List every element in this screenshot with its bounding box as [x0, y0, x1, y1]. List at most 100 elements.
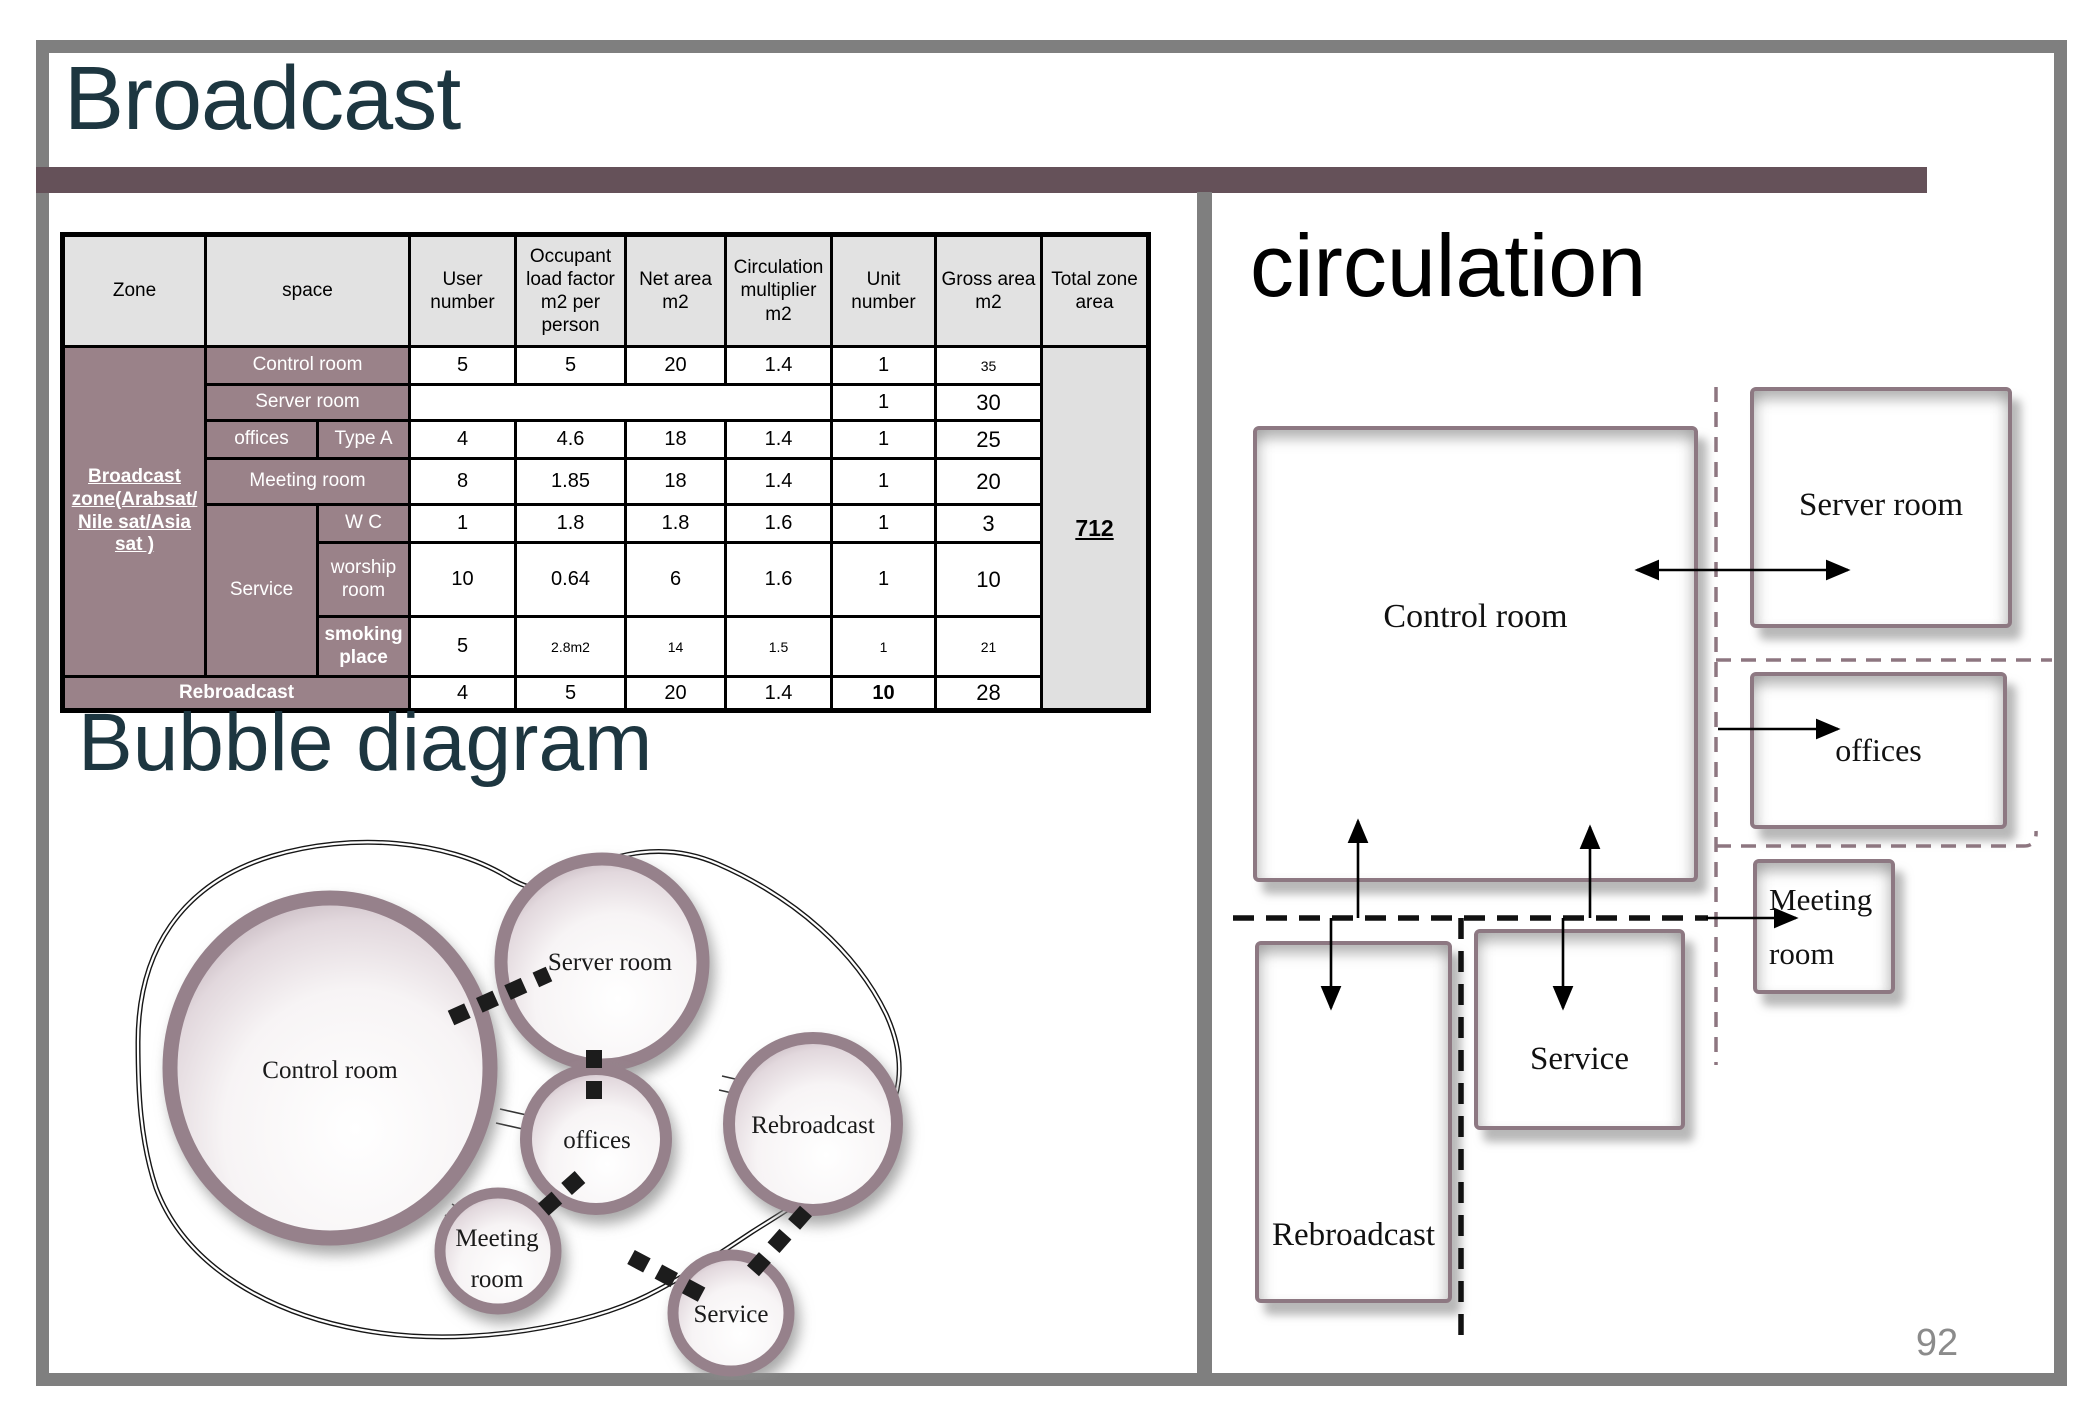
rebroadcast-net: 20: [624, 675, 727, 712]
meeting-circ: 1.4: [724, 457, 833, 506]
worship-gross: 10: [934, 541, 1043, 618]
worship-circ: 1.6: [724, 541, 833, 618]
circ-box-rebroadcast: Rebroadcast: [1255, 941, 1452, 1303]
bubble-diagram: Control room Server room offices Meeting…: [135, 839, 903, 1377]
header-zone: Zone: [61, 233, 207, 348]
meeting-user: 8: [408, 457, 517, 506]
circ-box-server-room: Server room: [1750, 387, 2012, 628]
circ-box-meeting-room: Meeting room: [1753, 859, 1895, 994]
bubble-rebroadcast: [723, 1032, 903, 1216]
control-gross: 35: [934, 345, 1043, 386]
space-type-a: Type A: [316, 419, 411, 460]
rebroadcast-occ: 5: [514, 675, 627, 712]
slide-title: Broadcast: [64, 49, 461, 149]
wc-circ: 1.6: [724, 503, 833, 544]
circ-label-server-room: Server room: [1798, 487, 1964, 523]
header-net-area: Net area m2: [624, 233, 727, 348]
header-unit-number: Unit number: [830, 233, 937, 348]
circ-box-control-room: Control room: [1253, 426, 1698, 882]
smoking-net: 14: [624, 615, 727, 678]
worship-net: 6: [624, 541, 727, 618]
bubble-meeting-room: [434, 1187, 562, 1315]
space-worship-room: worship room: [316, 541, 411, 618]
smoking-occ: 2.8m2: [514, 615, 627, 678]
server-empty-cell: [408, 383, 833, 422]
header-user-number: User number: [408, 233, 517, 348]
zone-line: Broadcast: [88, 465, 181, 487]
offices-user: 4: [408, 419, 517, 460]
bubble-label-meeting-line1: Meeting: [455, 1225, 539, 1252]
bubble-label-rebroadcast: Rebroadcast: [751, 1112, 875, 1139]
server-unit: 1: [830, 383, 937, 422]
table-row-smoking: smoking place 5 2.8m2 14 1.5 1 21: [63, 615, 1149, 678]
offices-occ: 4.6: [514, 419, 627, 460]
bubble-service: [667, 1249, 795, 1377]
meeting-gross: 20: [934, 457, 1043, 506]
bubble-offices: [520, 1063, 672, 1215]
table-row-wc: Service W C 1 1.8 1.8 1.6 1 3: [63, 503, 1149, 678]
bubble-label-service: Service: [694, 1301, 769, 1328]
circulation-heading: circulation: [1250, 216, 1647, 315]
space-server-room: Server room: [204, 383, 411, 422]
bubble-diagram-heading: Bubble diagram: [78, 697, 653, 788]
wc-net: 1.8: [624, 503, 727, 544]
wc-occ: 1.8: [514, 503, 627, 544]
bubble-label-meeting-line2: room: [471, 1266, 524, 1293]
worship-user: 10: [408, 541, 517, 618]
zone-line: zone(Arabsat/: [71, 488, 198, 510]
rebroadcast-circ: 1.4: [724, 675, 833, 712]
smoking-gross: 21: [934, 615, 1043, 678]
smoking-circ: 1.5: [724, 615, 833, 678]
circ-box-service: Service: [1474, 929, 1685, 1130]
smoking-unit: 1: [830, 615, 937, 678]
program-table: Zone space User number Occupant load fac…: [60, 232, 1151, 713]
table-row-worship: worship room 10 0.64 6 1.6 1 10: [63, 541, 1149, 618]
offices-gross: 25: [934, 419, 1043, 460]
header-circulation-multiplier: Circulation multiplier m2: [724, 233, 833, 348]
wc-user: 1: [408, 503, 517, 544]
offices-circ: 1.4: [724, 419, 833, 460]
table-row-rebroadcast: Rebroadcast 4 5 20 1.4 10 28: [61, 675, 1149, 712]
worship-occ: 0.64: [514, 541, 627, 618]
offices-unit: 1: [830, 419, 937, 460]
meeting-unit: 1: [830, 457, 937, 506]
control-user: 5: [408, 345, 517, 386]
offices-net: 18: [624, 419, 727, 460]
control-occ: 5: [514, 345, 627, 386]
circ-label-rebroadcast: Rebroadcast: [1271, 1217, 1436, 1253]
header-gross-area: Gross area m2: [934, 233, 1043, 348]
smoking-user: 5: [408, 615, 517, 678]
space-control-room: Control room: [204, 345, 411, 386]
title-underline-bar: [36, 167, 1927, 193]
table-header-row: Zone space User number Occupant load fac…: [61, 233, 1150, 348]
space-wc: W C: [316, 503, 411, 544]
rebroadcast-unit: 10: [830, 675, 937, 712]
header-occupant-load: Occupant load factor m2 per person: [514, 233, 627, 348]
table-row-server: Server room 1 30: [63, 383, 1149, 422]
circ-label-control-room: Control room: [1383, 598, 1568, 635]
space-offices: offices: [204, 419, 319, 460]
control-circ: 1.4: [724, 345, 833, 386]
space-rebroadcast: Rebroadcast: [61, 675, 411, 712]
page-number: 92: [1915, 1322, 1959, 1364]
space-service-group: Service: [204, 503, 319, 678]
space-smoking-place: smoking place: [316, 615, 411, 678]
bubble-control-room: [162, 890, 498, 1246]
control-unit: 1: [830, 345, 937, 386]
table-row-meeting: Meeting room 8 1.85 18 1.4 1 20: [63, 457, 1149, 506]
bubble-label-control-room: Control room: [262, 1057, 398, 1084]
space-meeting-room: Meeting room: [204, 457, 411, 506]
circ-box-offices: offices: [1750, 672, 2007, 829]
control-net: 20: [624, 345, 727, 386]
table-row-control: Broadcast zone(Arabsat/ Nile sat/Asia sa…: [61, 345, 1150, 712]
wc-gross: 3: [934, 503, 1043, 544]
meeting-occ: 1.85: [514, 457, 627, 506]
zone-cell: Broadcast zone(Arabsat/ Nile sat/Asia sa…: [61, 345, 207, 678]
meeting-net: 18: [624, 457, 727, 506]
header-total-zone-area: Total zone area: [1040, 233, 1150, 348]
bubble-label-server-room: Server room: [548, 949, 673, 976]
circ-label-offices: offices: [1835, 732, 1922, 768]
circ-label-meeting-line1: Meeting: [1769, 882, 1873, 917]
bubble-label-offices: offices: [563, 1127, 631, 1154]
header-space: space: [204, 233, 411, 348]
